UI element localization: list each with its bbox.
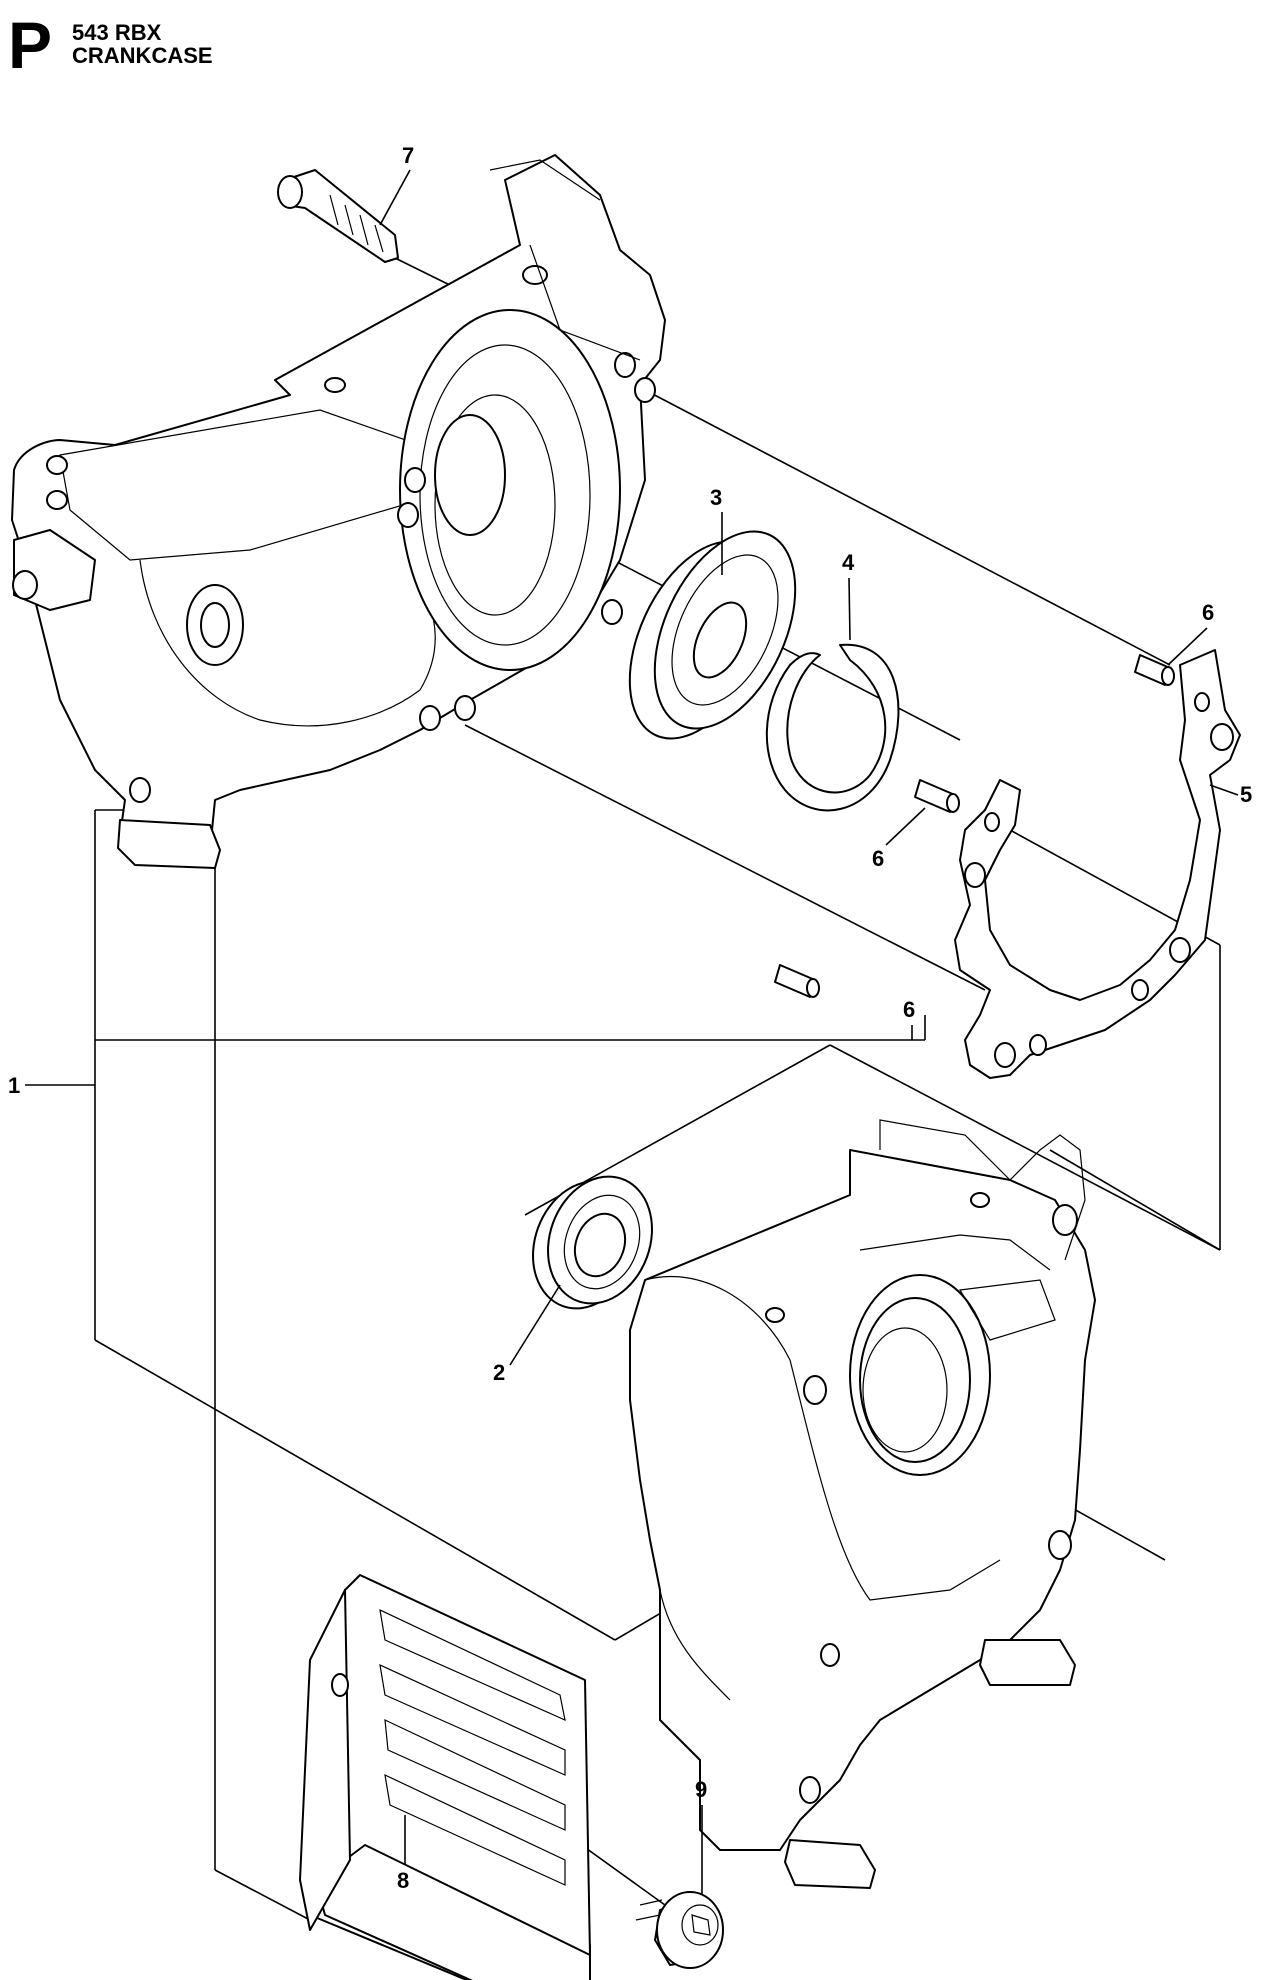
screw-9 — [635, 1891, 724, 1969]
callout-5: 5 — [1240, 782, 1252, 807]
callout-3: 3 — [710, 485, 722, 510]
gasket-5 — [954, 649, 1241, 1079]
callout-2: 2 — [493, 1360, 505, 1385]
circlip-4 — [765, 643, 900, 812]
callout-9: 9 — [695, 1777, 707, 1802]
callout-8: 8 — [397, 1868, 409, 1893]
model-name: 543 RBX — [72, 20, 162, 45]
callout-6-middle: 6 — [872, 846, 884, 871]
callout-1: 1 — [8, 1073, 20, 1098]
bearing-3 — [628, 530, 797, 740]
left-crankcase-half — [11, 154, 666, 869]
bearing-2 — [532, 1175, 653, 1310]
callout-4: 4 — [842, 550, 855, 575]
section-letter: P — [8, 8, 53, 82]
callout-6-lower: 6 — [903, 997, 915, 1022]
callout-7: 7 — [402, 143, 414, 168]
heat-shield-8 — [299, 1574, 591, 1980]
assembly-title: CRANKCASE — [72, 43, 213, 68]
right-crankcase-half — [629, 1119, 1096, 1889]
callout-6-top: 6 — [1202, 600, 1214, 625]
bolt-7 — [277, 169, 399, 263]
callout-leaders — [379, 169, 1239, 1895]
dowel-pins-6 — [774, 654, 1175, 998]
page-header: P 543 RBX CRANKCASE — [0, 0, 400, 90]
